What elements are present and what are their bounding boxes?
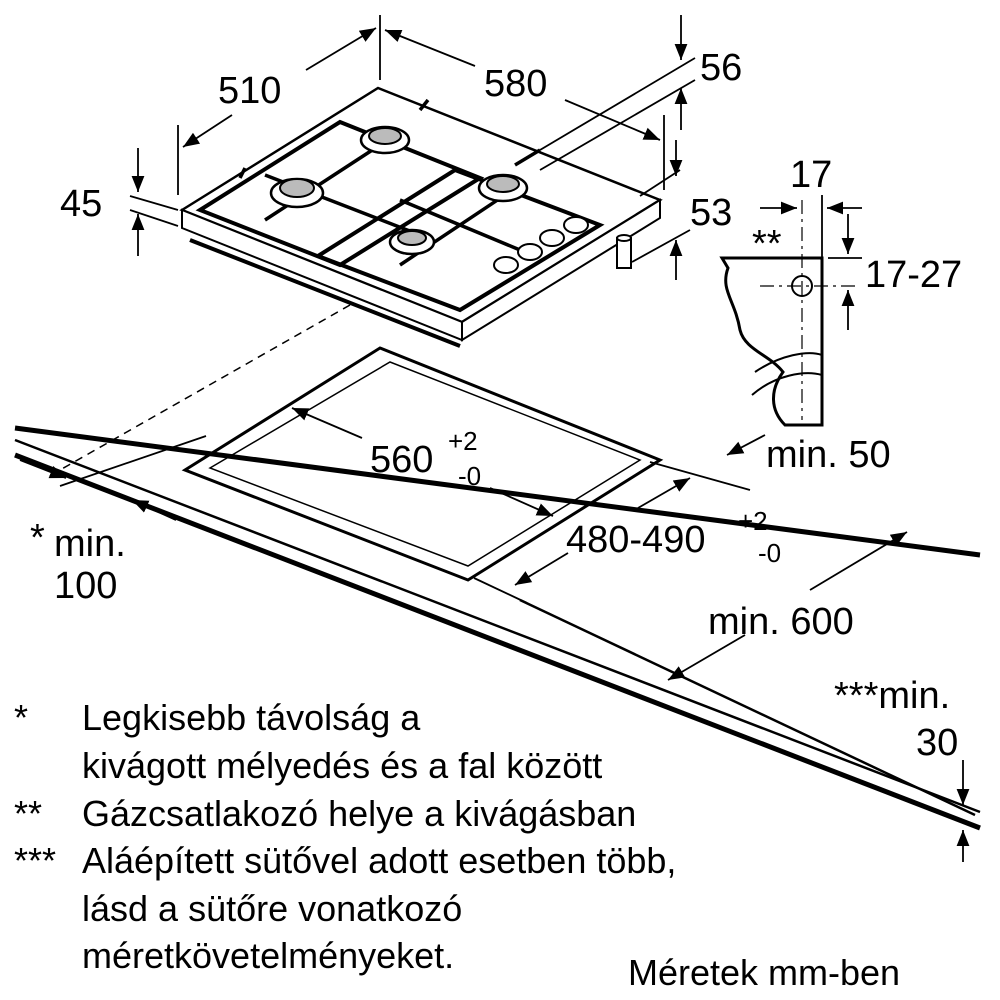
- note-2-line-1: Gázcsatlakozó helye a kivágásban: [82, 793, 636, 834]
- dim-height-45: 45: [60, 183, 102, 225]
- control-knobs: [493, 216, 589, 274]
- note-3-line-2: lásd a sütőre vonatkozó: [82, 888, 462, 929]
- note-1-line-2: kivágott mélyedés és a fal között: [82, 745, 602, 786]
- countertop-side-line: [519, 598, 976, 817]
- dim-cutout-width-tol-lower: -0: [458, 461, 481, 491]
- dim-connector-range: 17-27: [865, 254, 962, 296]
- note-2-marker: **: [14, 793, 42, 834]
- dim-width-510: 510: [218, 70, 281, 112]
- note-1-marker: *: [14, 697, 28, 738]
- dim-min-side-label: min.: [54, 523, 126, 565]
- countertop-front-edge-bottom: [14, 452, 981, 831]
- dim-cutout-width: 560: [370, 439, 433, 481]
- hob-top-plate: [179, 86, 663, 324]
- dim-depth-580: 580: [484, 63, 547, 105]
- burner-back: [359, 125, 411, 155]
- dim-height-53: 53: [690, 192, 732, 234]
- note-3-marker: ***: [14, 840, 56, 881]
- connector-marker: **: [752, 223, 782, 265]
- dim-connector-17: 17: [790, 154, 832, 196]
- dim-cutout-depth: 480-490: [566, 519, 705, 561]
- cutout-outer: [181, 346, 664, 582]
- note-3-line-1: Aláépített sütővel adott esetben több,: [82, 840, 676, 881]
- cutout-inner: [208, 361, 642, 567]
- dim-min-front: min. 600: [708, 601, 854, 643]
- dim-min-thickness-value: 30: [916, 722, 958, 764]
- dim-cutout-depth-tol-upper: +2: [738, 506, 768, 536]
- gas-hob: [179, 86, 663, 348]
- note-3-line-3: méretkövetelményeket.: [82, 935, 454, 976]
- dim-cutout-width-tol-upper: +2: [448, 426, 478, 456]
- burner-left: [269, 177, 325, 209]
- dim-cutout-depth-tol-lower: -0: [758, 538, 781, 568]
- hob-right-face: [461, 198, 661, 342]
- projection-line: [59, 304, 351, 471]
- burner-front: [388, 228, 436, 256]
- connector-detail: [719, 195, 862, 427]
- burner-right: [477, 173, 529, 203]
- gas-connector: [616, 234, 632, 269]
- pan-support-front-right: [313, 167, 605, 313]
- note-1-line-1: Legkisebb távolság a: [82, 697, 421, 738]
- dim-height-56: 56: [700, 47, 742, 89]
- dimension-lines: [19, 15, 970, 862]
- footnotes: * Legkisebb távolság a kivágott mélyedés…: [14, 697, 676, 976]
- dim-min-thickness-label: ***min.: [834, 675, 950, 717]
- units-note: Méretek mm-ben: [628, 952, 900, 993]
- dim-min-back: min. 50: [766, 434, 891, 476]
- cutout: [181, 346, 664, 582]
- dim-min-side-prefix: *: [30, 517, 45, 559]
- dim-min-side-value: 100: [54, 565, 117, 607]
- countertop-front-edge-top: [14, 438, 981, 814]
